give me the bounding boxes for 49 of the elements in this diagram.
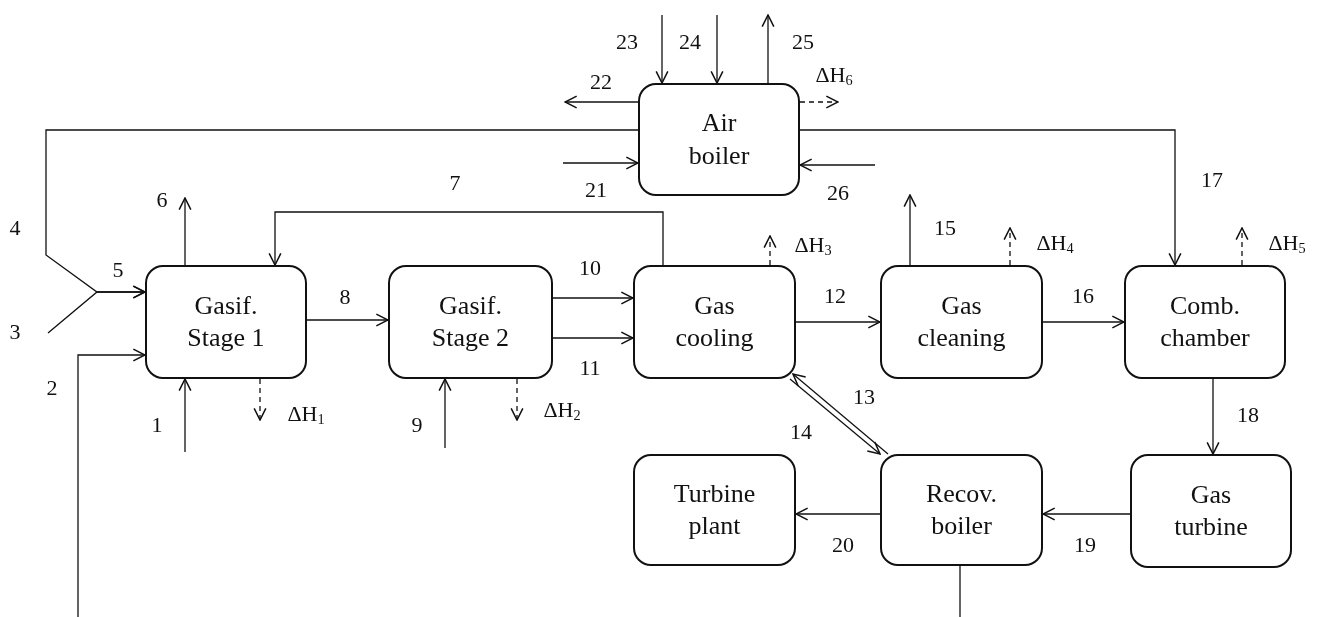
arrow (1206, 378, 1220, 455)
arrow (795, 315, 881, 329)
process-box (880, 265, 1043, 379)
box-label: Gasif. Stage 1 (186, 289, 266, 354)
process-box (633, 265, 796, 379)
arrow (710, 14, 724, 84)
dashed-arrow (1235, 227, 1249, 266)
dashed-arrow (253, 378, 267, 421)
arrow (761, 14, 775, 84)
arrow (562, 156, 639, 170)
box-label: Gasif. Stage 2 (430, 289, 511, 354)
arrow (799, 129, 1182, 266)
box-label: Gas cooling (674, 289, 755, 354)
dashed-arrow (763, 235, 777, 266)
arrow (178, 197, 192, 266)
arrow (792, 373, 889, 455)
dashed-arrow (510, 378, 524, 421)
arrow (552, 291, 634, 305)
arrow (655, 14, 669, 84)
arrow (799, 158, 876, 172)
box-label: Turbine plant (672, 477, 757, 542)
arrow (795, 507, 881, 521)
process-box (145, 265, 307, 379)
process-box (638, 83, 800, 196)
box-label: Comb. chamber (1159, 289, 1251, 354)
process-box (633, 454, 796, 566)
dashed-arrow (1003, 227, 1017, 266)
arrow (268, 211, 664, 266)
arrow (306, 313, 389, 327)
arrow (1042, 507, 1131, 521)
arrow (178, 378, 192, 453)
dashed-arrow (799, 95, 839, 109)
box-label: Gas cleaning (916, 289, 1007, 354)
box-label: Gas turbine (1173, 478, 1249, 543)
process-box (1124, 265, 1286, 379)
box-label: Air boiler (687, 107, 751, 172)
process-box (880, 454, 1043, 566)
arrow (552, 331, 634, 345)
arrow (45, 129, 639, 299)
arrow (1042, 315, 1125, 329)
arrow (903, 194, 917, 266)
arrow (789, 378, 881, 455)
process-box (388, 265, 553, 379)
box-label: Recov. boiler (924, 477, 999, 542)
arrow (77, 348, 146, 617)
arrow (438, 378, 452, 449)
process-box (1130, 454, 1292, 568)
arrow (564, 95, 639, 109)
line (959, 565, 961, 617)
